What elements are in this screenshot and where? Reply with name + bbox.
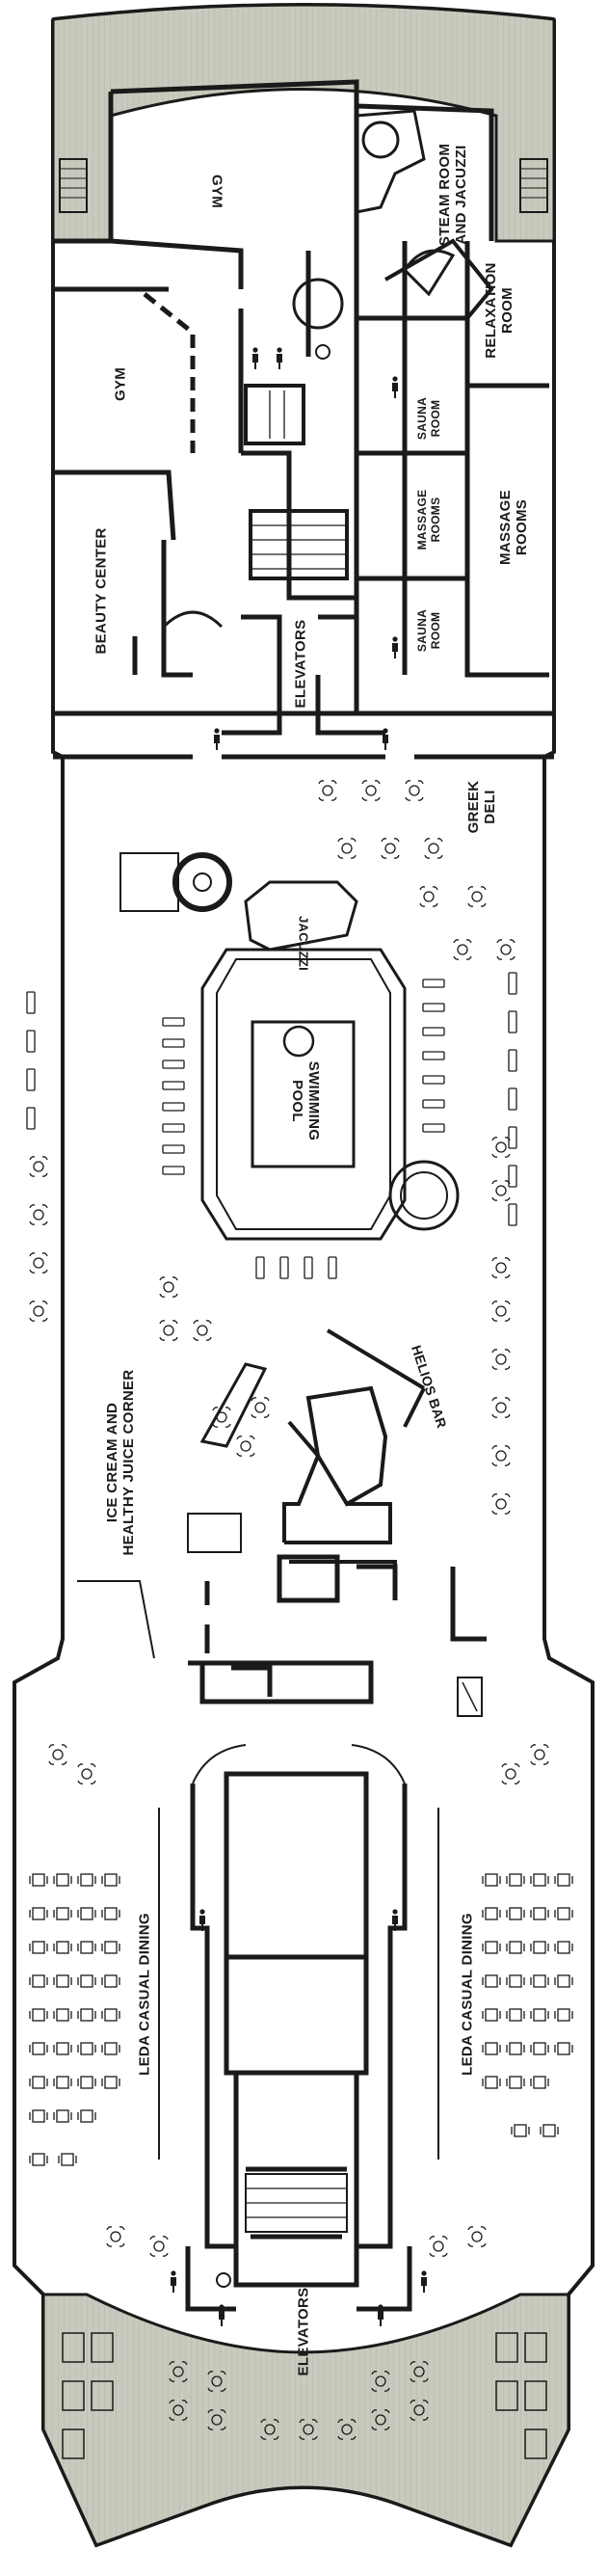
massage-small-line2: ROOMS <box>429 496 442 543</box>
pool-loungers-left <box>162 1017 185 1175</box>
stair-mid <box>187 1513 242 1553</box>
accessible-icon-upper <box>315 344 330 360</box>
relaxation-room-outline <box>384 238 494 320</box>
massage-rooms-large-label: MASSAGE ROOMS <box>497 474 530 580</box>
dining-curved-walls <box>158 1744 439 2160</box>
ice-cream-corner-label: ICE CREAM AND HEALTHY JUICE CORNER <box>104 1366 137 1559</box>
greek-deli-label: GREEK DELI <box>465 778 498 836</box>
stair-fwd-mid <box>457 1677 483 1717</box>
sauna-room-upper-label: SAUNA ROOM <box>415 385 442 452</box>
relaxation-line1: RELAXATION <box>483 262 499 359</box>
gym-lower-label: GYM <box>112 366 129 402</box>
spa-stairwell <box>244 384 349 580</box>
spa-curved-wall <box>403 249 456 297</box>
beauty-center-arc <box>162 610 224 629</box>
greek-deli-line2: DELI <box>482 790 498 824</box>
swimming-pool-line2: POOL <box>289 1080 305 1122</box>
spa-round-feature <box>292 278 344 330</box>
aft-stair-left <box>59 158 88 213</box>
dining-tables-right <box>429 1744 573 2257</box>
elevators-upper-label: ELEVATORS <box>292 619 309 709</box>
forward-loungers <box>62 2332 547 2459</box>
accessible-icon-lower <box>216 2272 231 2288</box>
pool-loungers-bottom <box>255 1256 337 1279</box>
spa-walls <box>53 79 554 760</box>
steam-room-line1: STEAM ROOM <box>436 143 453 247</box>
ice-cream-counter <box>77 1580 155 1659</box>
leda-casual-dining-right-label: LEDA CASUAL DINING <box>459 1913 476 2076</box>
gym-dashed-wall <box>143 292 196 453</box>
side-loungers <box>26 972 517 1226</box>
massage-large-line1: MASSAGE <box>497 490 514 565</box>
massage-rooms-small-label: MASSAGE ROOMS <box>415 476 442 563</box>
leda-casual-dining-left-label: LEDA CASUAL DINING <box>136 1913 153 2076</box>
sauna-upper-line1: SAUNA <box>415 396 429 441</box>
steam-room-label: STEAM ROOM AND JACUZZI <box>436 127 469 262</box>
dining-walls <box>185 1771 412 2312</box>
sauna-upper-line2: ROOM <box>429 399 442 438</box>
steam-room-jacuzzi-outline <box>356 109 426 214</box>
jacuzzi-forward <box>388 1160 460 1231</box>
ice-cream-line1: ICE CREAM AND <box>104 1402 120 1523</box>
gym-upper-label: GYM <box>208 174 225 209</box>
greek-deli-line1: GREEK <box>465 780 482 834</box>
fwd-wood-deck <box>41 2293 570 2547</box>
round-bar-feature <box>172 852 232 912</box>
sauna-room-lower-label: SAUNA ROOM <box>415 597 442 664</box>
relaxation-room-label: RELAXATION ROOM <box>483 262 515 359</box>
pool-loungers-right <box>422 979 445 1133</box>
helios-bar-structure <box>199 1328 426 1600</box>
ice-cream-line2: HEALTHY JUICE CORNER <box>120 1369 137 1556</box>
aft-wood-deck <box>51 3 556 243</box>
steam-jacuzzi <box>361 121 400 159</box>
pool-area <box>119 852 460 1241</box>
midship-structures <box>188 1554 487 1704</box>
beauty-center-label: BEAUTY CENTER <box>93 527 110 655</box>
jacuzzi-label: JACUZZI <box>296 916 311 971</box>
swimming-pool-line1: SWIMMING <box>305 1060 322 1141</box>
massage-small-line1: MASSAGE <box>415 489 429 550</box>
sauna-lower-line2: ROOM <box>429 611 442 650</box>
massage-large-line2: ROOMS <box>514 498 530 556</box>
steam-room-line2: AND JACUZZI <box>453 145 469 245</box>
sauna-lower-line1: SAUNA <box>415 608 429 653</box>
swimming-pool-label: SWIMMING POOL <box>289 1048 322 1154</box>
relaxation-line2: ROOM <box>499 287 515 334</box>
aft-stair-right <box>519 158 548 213</box>
elevators-lower-label: ELEVATORS <box>295 2287 312 2376</box>
